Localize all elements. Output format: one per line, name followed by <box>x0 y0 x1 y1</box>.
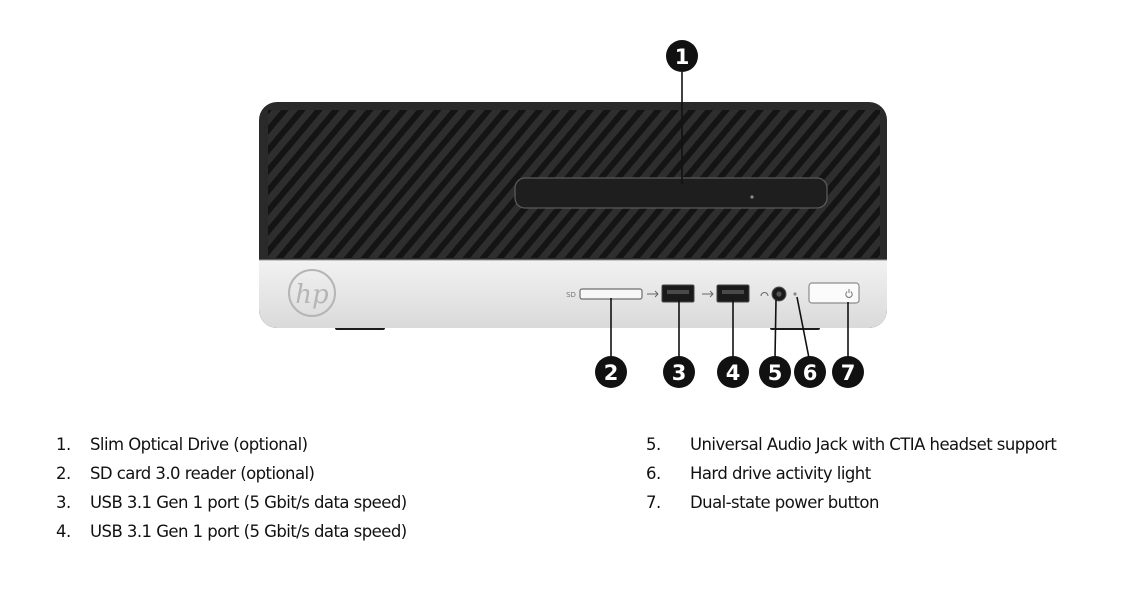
usb-symbol-icon <box>702 290 714 298</box>
hard-drive-activity-light <box>793 292 797 296</box>
computer-front-diagram: hp SD 1 2 <box>259 40 887 388</box>
power-button[interactable] <box>808 282 860 304</box>
legend-item-number: 4. <box>56 522 71 541</box>
legend-item-text: Hard drive activity light <box>690 464 871 483</box>
callout-badge-2: 2 <box>595 356 627 388</box>
legend-item-number: 1. <box>56 435 71 454</box>
legend-item: 2. SD card 3.0 reader (optional) <box>56 459 576 488</box>
sd-card-slot[interactable] <box>579 288 643 300</box>
legend-item-number: 6. <box>646 464 661 483</box>
callout-badge-4: 4 <box>717 356 749 388</box>
leader-lines <box>610 72 849 359</box>
callout-number: 4 <box>726 361 741 385</box>
sd-slot-label: SD <box>566 291 576 299</box>
power-icon <box>845 289 853 298</box>
callout-badge-3: 3 <box>663 356 695 388</box>
legend-item: 6. Hard drive activity light <box>646 459 1136 488</box>
legend-item-number: 2. <box>56 464 71 483</box>
callout-badge-6: 6 <box>794 356 826 388</box>
legend-list-left: 1. Slim Optical Drive (optional) 2. SD c… <box>56 430 576 546</box>
callout-number: 5 <box>768 361 783 385</box>
legend-item: 3. USB 3.1 Gen 1 port (5 Gbit/s data spe… <box>56 488 576 517</box>
legend-item-text: SD card 3.0 reader (optional) <box>90 464 315 483</box>
legend-item-number: 5. <box>646 435 661 454</box>
callout-badge-7: 7 <box>832 356 864 388</box>
legend-item: 4. USB 3.1 Gen 1 port (5 Gbit/s data spe… <box>56 517 576 546</box>
optical-drive-bay <box>514 177 828 209</box>
hp-logo-text: hp <box>295 280 329 310</box>
legend-item-text: Universal Audio Jack with CTIA headset s… <box>690 435 1057 454</box>
legend-list-right: 5. Universal Audio Jack with CTIA headse… <box>646 430 1136 517</box>
optical-eject-dot <box>750 195 754 199</box>
callout-number: 1 <box>675 45 690 69</box>
legend-item-number: 3. <box>56 493 71 512</box>
callout-number: 7 <box>841 361 856 385</box>
legend-item-text: USB 3.1 Gen 1 port (5 Gbit/s data speed) <box>90 493 407 512</box>
callout-badge-1: 1 <box>666 40 698 72</box>
hp-logo: hp <box>288 269 336 317</box>
callout-badge-5: 5 <box>759 356 791 388</box>
legend-item-text: Slim Optical Drive (optional) <box>90 435 308 454</box>
headset-icon <box>760 292 769 297</box>
callout-number: 6 <box>803 361 818 385</box>
legend-item-text: Dual-state power button <box>690 493 879 512</box>
legend-item-number: 7. <box>646 493 661 512</box>
legend-item: 5. Universal Audio Jack with CTIA headse… <box>646 430 1136 459</box>
callout-number: 3 <box>672 361 687 385</box>
usb-symbol-icon <box>647 290 659 298</box>
legend-item: 1. Slim Optical Drive (optional) <box>56 430 576 459</box>
callout-number: 2 <box>604 361 619 385</box>
legend-item-text: USB 3.1 Gen 1 port (5 Gbit/s data speed) <box>90 522 407 541</box>
legend-item: 7. Dual-state power button <box>646 488 1136 517</box>
